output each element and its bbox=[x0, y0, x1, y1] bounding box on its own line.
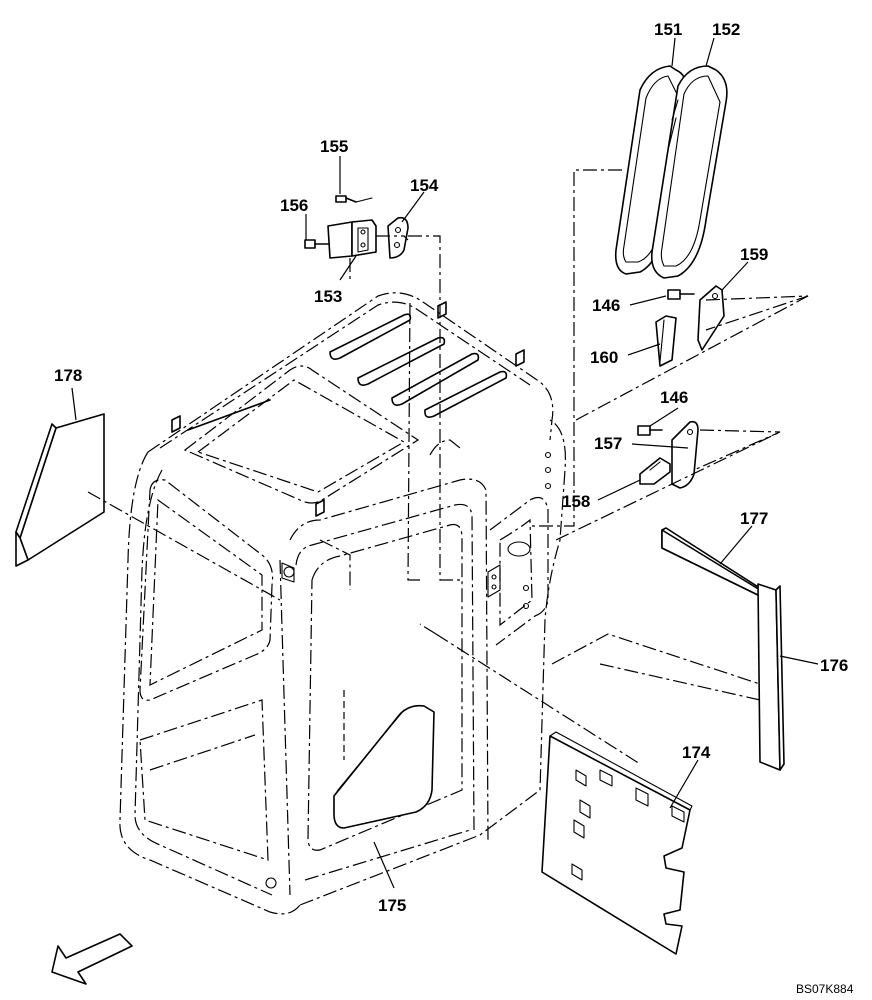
callout-151: 151 bbox=[654, 20, 682, 39]
cab-frame bbox=[119, 292, 567, 915]
hinge-153 bbox=[327, 219, 377, 259]
callout-154: 154 bbox=[410, 176, 439, 195]
floor-mat-174 bbox=[541, 731, 693, 955]
mat-175 bbox=[333, 704, 435, 829]
bracket-159 bbox=[697, 285, 725, 351]
callout-158: 158 bbox=[562, 492, 590, 511]
callout-175: 175 bbox=[378, 896, 406, 915]
callout-labels: 151 152 155 154 156 153 159 146 160 146 … bbox=[54, 20, 854, 996]
bolt-146-lower bbox=[637, 425, 663, 436]
callout-146-upper: 146 bbox=[592, 296, 620, 315]
callout-177: 177 bbox=[740, 509, 768, 528]
callout-160: 160 bbox=[590, 348, 618, 367]
callout-157: 157 bbox=[594, 434, 622, 453]
seal-160 bbox=[655, 315, 677, 367]
trim-176 bbox=[757, 583, 785, 771]
window-glass-152 bbox=[650, 65, 728, 279]
callout-155: 155 bbox=[320, 137, 348, 156]
mat-178 bbox=[15, 413, 105, 567]
hinge-bolt-156 bbox=[304, 239, 329, 249]
hinge-bolt-155 bbox=[335, 195, 373, 203]
bolt-146-upper bbox=[667, 289, 695, 300]
callout-178: 178 bbox=[54, 366, 82, 385]
callout-174: 174 bbox=[682, 743, 711, 762]
callout-146-lower: 146 bbox=[660, 388, 688, 407]
callout-153: 153 bbox=[314, 287, 342, 306]
callout-152: 152 bbox=[712, 20, 740, 39]
callout-159: 159 bbox=[740, 245, 768, 264]
seal-158 bbox=[639, 457, 671, 485]
leader-lines bbox=[71, 37, 819, 889]
drawing-reference-code: BS07K884 bbox=[796, 982, 854, 996]
trim-177 bbox=[661, 527, 767, 597]
front-direction-arrow bbox=[51, 933, 133, 985]
callout-176: 176 bbox=[820, 656, 848, 675]
hinge-plate-154 bbox=[387, 216, 409, 259]
callout-156: 156 bbox=[280, 196, 308, 215]
